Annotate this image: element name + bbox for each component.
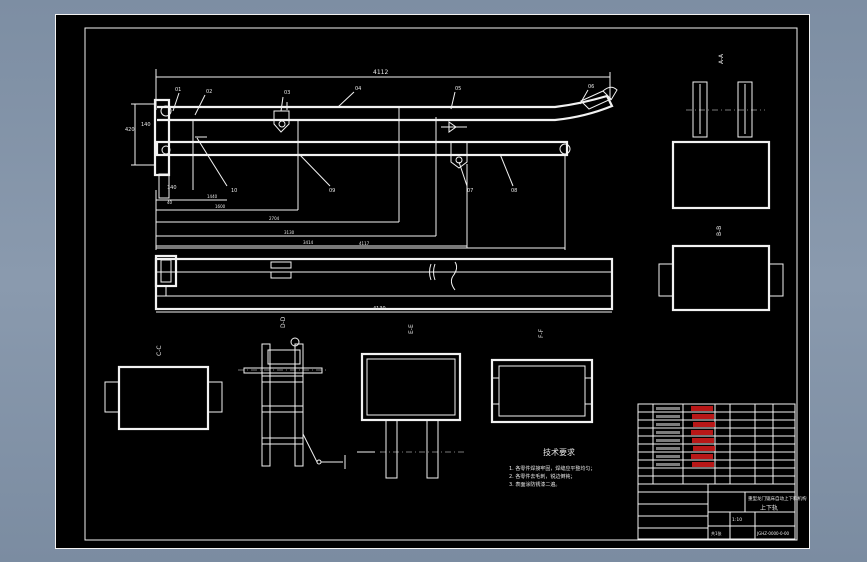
svg-text:F-F: F-F [538,328,545,338]
bom-stamp-mark [692,462,714,467]
bom-stamp-mark [691,454,713,459]
section-view-bottom-4: F-F [490,328,594,424]
tech-title: 技术要求 [543,447,575,457]
svg-text:E-E: E-E [408,324,415,334]
bom-text-mark [656,423,680,426]
bom-stamp-mark [691,430,713,435]
bom-text-mark [656,407,680,410]
front-view: 4112 420 140 140 40 [125,69,618,250]
part-label-05: 05 [455,86,461,92]
svg-text:140: 140 [167,185,177,191]
drawing-svg: 4112 420 140 140 40 [55,14,810,549]
bom-stamp-mark [693,446,715,451]
dim-bottom-view: 4130 [373,306,386,312]
section-view-top-right: A-A [671,53,771,210]
section-view-bottom-2: D-D [238,316,346,469]
title-sheet: 共1张 [711,530,722,536]
part-label-04: 04 [355,86,361,92]
plan-view: 4130 [154,254,614,313]
dim-bottom-left: 40 [167,200,173,205]
dim-1: 1440 [207,194,218,199]
dim-4: 3130 [284,230,295,235]
part-label-02: 02 [206,89,212,95]
inner-frame [84,27,798,541]
part-label-08: 08 [511,188,517,194]
dim-height-left: 420 [125,127,135,133]
dim-6: 4117 [359,241,370,246]
part-label-01: 01 [175,87,181,93]
svg-text:D-D: D-D [280,316,287,328]
section-view-bottom-3: E-E [357,324,467,479]
title-subtitle: 重型龙门锯床自动上下料机构 [748,495,807,502]
title-text: 上下轨 [760,504,778,512]
dim-5: 3414 [303,240,314,245]
section-view-bottom-1: C-C [104,345,223,431]
title-code: JGHZ-0000-0-00 [756,531,790,536]
bom-stamp-mark [692,414,714,419]
svg-text:A-A: A-A [718,53,725,64]
tech-requirements: 技术要求 1. 各零件焊接牢固，焊缝应平整均匀； 2. 各零件去毛刺，锐边倒钝；… [509,447,595,488]
bom-text-mark [656,439,680,442]
drawing-sheet[interactable]: 4112 420 140 140 40 [55,14,810,549]
title-block: 重型龙门锯床自动上下料机构 上下轨 1:10 共1张 JGHZ-0000-0-0… [637,483,807,540]
dim-overall: 4112 [373,69,388,76]
bom-stamp-mark [691,406,713,411]
bom-text-mark [656,455,680,458]
bom-stamp-mark [693,422,715,427]
bom-text-mark [656,431,680,434]
part-label-07: 07 [467,188,473,194]
title-scale: 1:10 [732,517,742,523]
section-view-right-2: B-B [658,226,784,312]
tech-note-3: 3. 表面涂防锈漆二遍。 [509,481,560,488]
dim-small-left: 140 [141,122,151,128]
bom-text-mark [656,415,680,418]
svg-text:B-B: B-B [716,226,723,236]
bom-text-mark [656,447,680,450]
part-label-03: 03 [284,90,290,96]
svg-text:C-C: C-C [156,345,163,356]
part-label-10: 10 [231,188,237,194]
bom-stamp-mark [692,438,714,443]
bom-table [637,403,796,485]
tech-note-1: 1. 各零件焊接牢固，焊缝应平整均匀； [509,465,595,472]
dim-3: 2704 [269,216,280,221]
part-label-06: 06 [588,84,594,90]
outer-frame [55,14,810,549]
tech-note-2: 2. 各零件去毛刺，锐边倒钝； [509,473,575,480]
bom-text-mark [656,463,680,466]
dim-2: 1600 [215,204,226,209]
part-label-09: 09 [329,188,335,194]
